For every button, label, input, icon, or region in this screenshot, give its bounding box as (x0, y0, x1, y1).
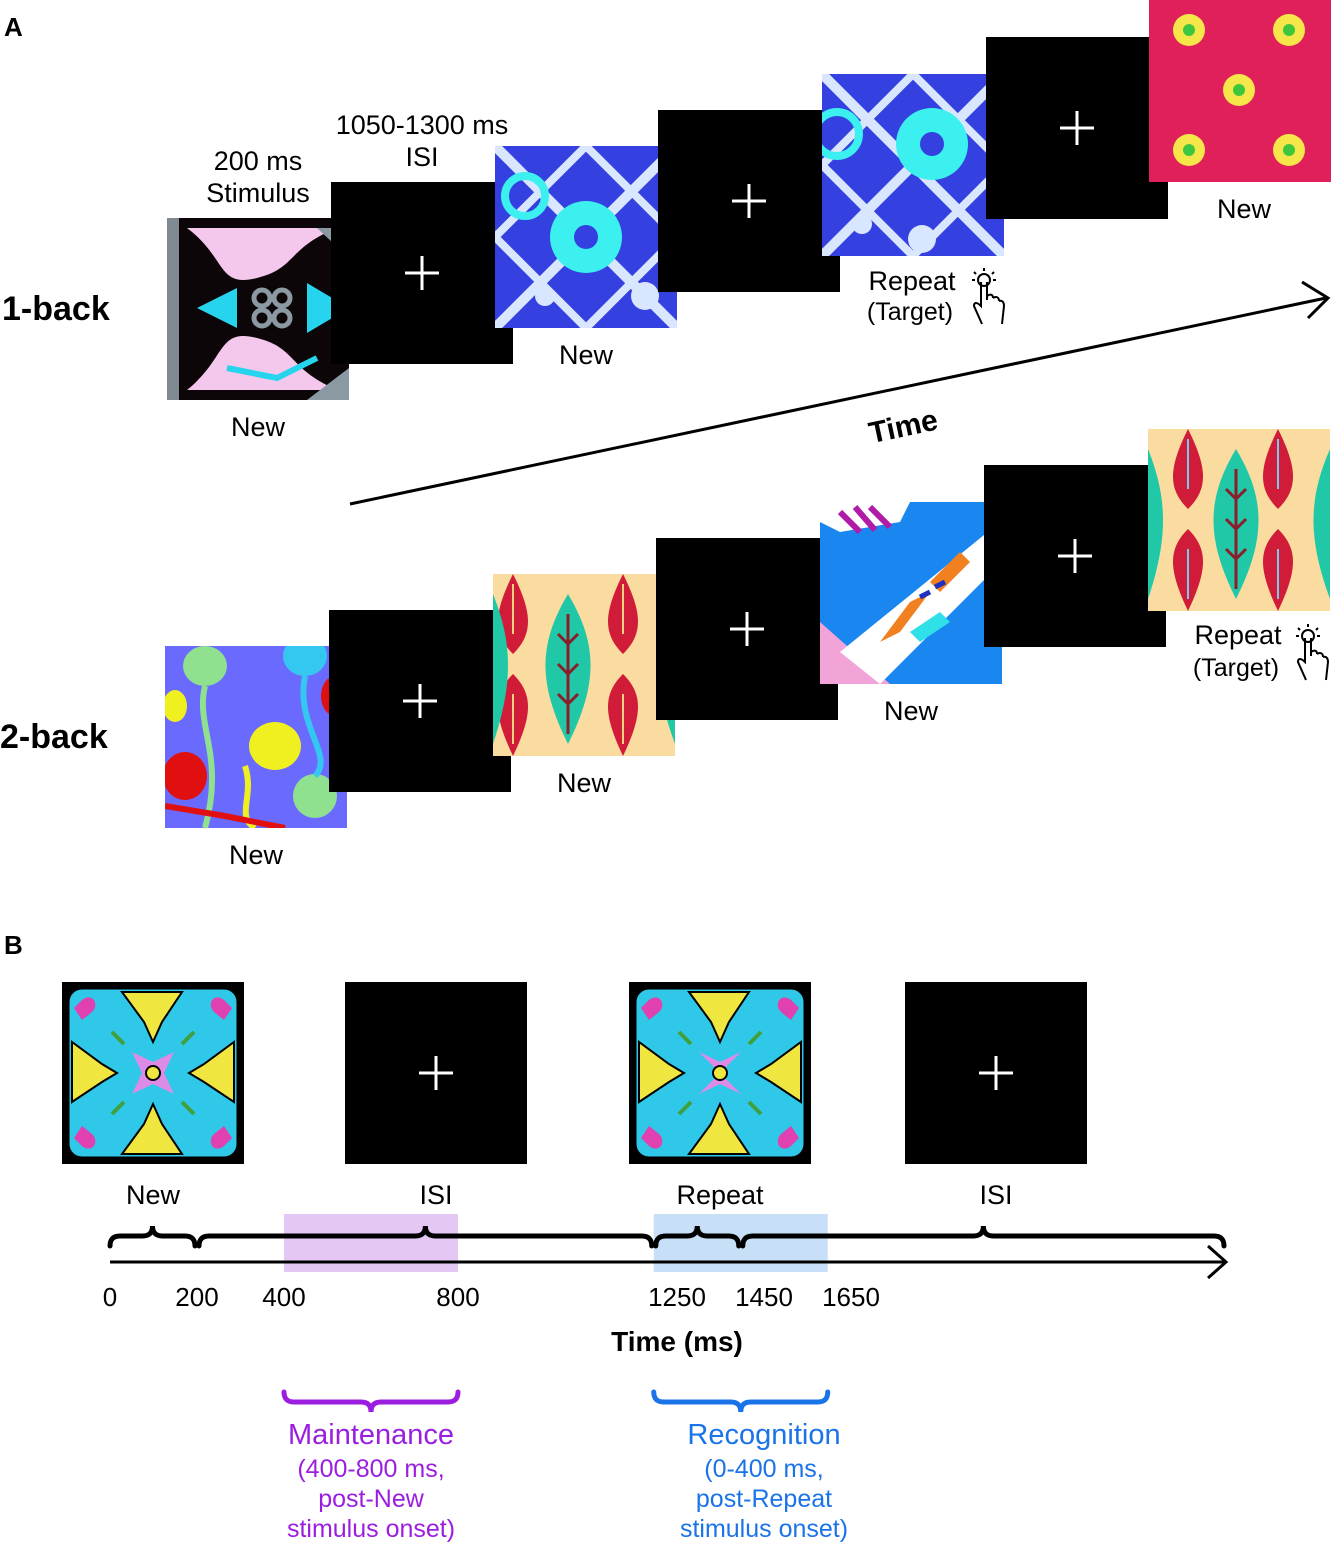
one-back-stimulus-4 (1149, 0, 1331, 182)
two-back-stimulus-3 (820, 502, 1002, 684)
panel-b-label: B (4, 930, 23, 960)
fixation-cross-icon (403, 684, 437, 718)
event-label-new: New (125, 1180, 181, 1210)
one-back-stimulus-1 (167, 218, 349, 400)
maintenance-line-3: stimulus onset) (286, 1515, 456, 1543)
window-brace-1 (651, 1389, 831, 1413)
event-label-isi-2: ISI (979, 1180, 1013, 1210)
two-back-stimulus-4 (1148, 429, 1330, 611)
two-back-new-label-2: New (556, 768, 612, 798)
one-back-isi-3 (986, 37, 1168, 219)
one-back-isi-1 (331, 182, 513, 364)
tick-label-400: 400 (262, 1282, 306, 1312)
event-label-isi-1: ISI (419, 1180, 453, 1210)
one-back-new-label-3: New (1216, 194, 1272, 224)
recognition-line-3: stimulus onset) (679, 1515, 849, 1543)
recognition-line-1: (0-400 ms, (704, 1455, 824, 1483)
fixation-cross-icon (419, 1056, 453, 1090)
two-back-stimulus-1 (165, 646, 347, 828)
recognition-title: Recognition (687, 1419, 841, 1451)
tick-label-1450: 1450 (735, 1282, 793, 1312)
two-back-target-label: (Target) (1192, 654, 1280, 682)
one-back-new-label-1: New (230, 412, 286, 442)
fixation-cross-icon (1060, 111, 1094, 145)
one-back-isi-2 (658, 110, 840, 292)
stimulus-word-label: Stimulus (206, 178, 310, 208)
isi-word-label: ISI (405, 142, 439, 172)
event-label-repeat: Repeat (676, 1180, 764, 1210)
maintenance-title: Maintenance (287, 1419, 455, 1451)
fixation-cross-icon (730, 612, 764, 646)
tick-label-1650: 1650 (822, 1282, 880, 1312)
window-brace-0 (281, 1389, 461, 1413)
hand-press-icon (972, 268, 1006, 325)
fixation-cross-icon (1058, 539, 1092, 573)
one-back-stimulus-3 (822, 74, 1004, 256)
fixation-cross-icon (732, 184, 766, 218)
two-back-label: 2-back (0, 718, 108, 756)
one-back-repeat-label: Repeat (868, 266, 956, 296)
one-back-new-label-2: New (558, 340, 614, 370)
fixation-cross-icon (979, 1056, 1013, 1090)
two-back-stimulus-2 (493, 574, 675, 756)
panel-b-isi-2 (905, 982, 1087, 1164)
tick-label-800: 800 (436, 1282, 480, 1312)
time-axis-arrowhead (1207, 1244, 1229, 1280)
brace-isi-1 (196, 1225, 655, 1249)
one-back-stimulus-2 (495, 146, 677, 328)
two-back-isi-1 (329, 610, 511, 792)
maintenance-line-1: (400-800 ms, (297, 1455, 445, 1483)
panel-b-isi-1 (345, 982, 527, 1164)
two-back-isi-3 (984, 465, 1166, 647)
one-back-label: 1-back (2, 290, 110, 328)
tick-label-200: 200 (175, 1282, 219, 1312)
brace-isi-2 (740, 1225, 1227, 1249)
stimulus-duration-label: 200 ms (213, 146, 303, 176)
panel-b-stimulus-repeat (629, 982, 811, 1164)
two-back-new-label-3: New (883, 696, 939, 726)
panel-a-label: A (4, 12, 23, 42)
hand-press-icon (1296, 624, 1330, 681)
time-axis-title: Time (ms) (611, 1326, 743, 1357)
tick-label-1250: 1250 (648, 1282, 706, 1312)
brace-new (107, 1225, 198, 1249)
two-back-new-label-1: New (228, 840, 284, 870)
one-back-target-label: (Target) (866, 298, 954, 326)
two-back-isi-2 (656, 538, 838, 720)
isi-duration-label: 1050-1300 ms (335, 110, 509, 140)
brace-repeat (653, 1225, 742, 1249)
tick-label-0: 0 (102, 1282, 118, 1312)
maintenance-line-2: post-New (318, 1485, 424, 1513)
recognition-line-2: post-Repeat (695, 1485, 833, 1513)
two-back-repeat-label: Repeat (1194, 620, 1282, 650)
panel-b-stimulus-new (62, 982, 244, 1164)
fixation-cross-icon (405, 256, 439, 290)
